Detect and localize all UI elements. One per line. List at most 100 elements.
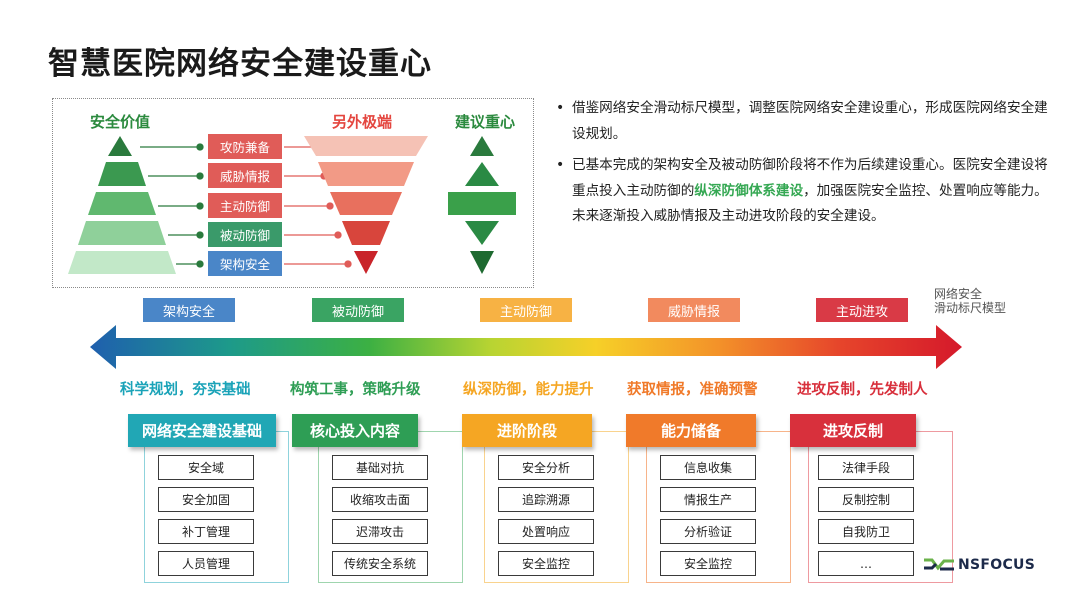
inverted-tier-4 <box>342 221 390 245</box>
connector-dot-4 <box>196 231 204 239</box>
focus-tier-5 <box>470 251 494 274</box>
pyramid-diagram <box>68 136 516 274</box>
column-header-5: 进攻反制 <box>790 414 916 447</box>
slogan-1: 科学规划，夯实基础 <box>120 382 251 398</box>
column-1-item-1: 安全域 <box>158 455 254 480</box>
stage-label: 架构安全 <box>162 304 215 320</box>
item-text: 迟滞攻击 <box>355 525 404 539</box>
column-4-item-3: 分析验证 <box>660 519 756 544</box>
bullet-dot-icon: • <box>556 100 565 116</box>
inverted-tier-3 <box>330 192 402 215</box>
column-2-item-4: 传统安全系统 <box>332 551 428 576</box>
connector-dot-r4 <box>334 231 342 239</box>
column-2-item-2: 收缩攻击面 <box>332 487 428 512</box>
column-4-item-2: 情报生产 <box>660 487 756 512</box>
label-architecture-security: 架构安全 <box>208 251 282 276</box>
item-text: 补丁管理 <box>181 525 230 539</box>
item-text: 处置响应 <box>521 525 570 539</box>
column-header-text: 能力储备 <box>660 422 721 440</box>
item-text: 自我防卫 <box>841 525 890 539</box>
security-focus-panel <box>52 98 534 288</box>
item-text: 信息收集 <box>683 461 732 475</box>
label-passive-defense: 被动防御 <box>208 222 282 247</box>
slogan-4: 获取情报，准确预警 <box>627 382 758 398</box>
column-header-2: 核心投入内容 <box>292 414 418 447</box>
label-text: 攻防兼备 <box>219 140 270 155</box>
nsfocus-logo-icon <box>924 558 954 571</box>
header-other-extreme: 另外极端 <box>332 113 393 131</box>
bullet-list: • 借鉴网络安全滑动标尺模型，调整医院网络安全建设重心，形成医院网络安全建设规划。… <box>556 96 1061 230</box>
column-header-text: 进阶阶段 <box>496 422 557 440</box>
item-text: 安全监控 <box>683 557 732 571</box>
column-5-item-2: 反制控制 <box>818 487 914 512</box>
column-5-item-4: … <box>818 551 914 576</box>
label-active-defense: 主动防御 <box>208 193 282 218</box>
column-2-item-3: 迟滞攻击 <box>332 519 428 544</box>
connector-dot-2 <box>196 172 204 180</box>
item-text: 基础对抗 <box>355 461 404 475</box>
column-header-4: 能力储备 <box>626 414 756 447</box>
item-text: 安全加固 <box>181 493 230 507</box>
nsfocus-logo: NSFOCUS <box>922 555 1035 575</box>
slogan-2: 构筑工事，策略升级 <box>290 382 421 398</box>
stage-threat: 威胁情报 <box>648 298 740 322</box>
column-2-item-1: 基础对抗 <box>332 455 428 480</box>
focus-tier-2 <box>465 162 499 186</box>
page-title: 智慧医院网络安全建设重心 <box>48 46 432 82</box>
bullet-1: • 借鉴网络安全滑动标尺模型，调整医院网络安全建设重心，形成医院网络安全建设规划。 <box>556 96 1061 147</box>
item-text: 收缩攻击面 <box>349 493 410 507</box>
item-text: 人员管理 <box>181 557 230 571</box>
column-1-item-2: 安全加固 <box>158 487 254 512</box>
connector-dot-1 <box>196 143 204 151</box>
model-label: 网络安全 滑动标尺模型 <box>934 287 1006 315</box>
column-header-text: 进攻反制 <box>822 422 883 440</box>
column-4-item-1: 信息收集 <box>660 455 756 480</box>
header-security-value: 安全价值 <box>90 113 151 131</box>
pyramid-tier-1 <box>108 136 132 156</box>
column-3-item-2: 追踪溯源 <box>498 487 594 512</box>
item-text: 情报生产 <box>683 493 732 507</box>
pyramid-tier-5 <box>68 251 176 274</box>
bullet-text: 已基本完成的架构安全及被动防御阶段将不作为后续建设重心。医院安全建设将重点投入主… <box>572 157 1048 199</box>
column-header-1: 网络安全建设基础 <box>128 414 276 447</box>
bullet-text: ，加强医院安全监控、处置响应等能力。未来逐渐投入威胁情报及主动进攻阶段的安全建设… <box>572 182 1048 225</box>
label-attack-defense: 攻防兼备 <box>208 134 282 159</box>
bullet-2: •已基本完成的架构安全及被动防御阶段将不作为后续建设重心。医院安全建设将重点投入… <box>556 153 1061 230</box>
stage-passive: 被动防御 <box>312 298 404 322</box>
item-text: 安全分析 <box>521 461 570 475</box>
connector-dot-r3 <box>326 202 334 210</box>
label-text: 被动防御 <box>219 228 270 243</box>
nsfocus-logo-text: NSFOCUS <box>958 557 1036 573</box>
inverted-tier-1 <box>304 136 428 156</box>
inverted-tier-5 <box>354 251 378 274</box>
pyramid-tier-3 <box>88 192 156 215</box>
column-header-text: 网络安全建设基础 <box>141 422 262 440</box>
item-text: 传统安全系统 <box>343 557 416 571</box>
slogan-5: 进攻反制，先发制人 <box>797 382 928 398</box>
slogan-3: 纵深防御，能力提升 <box>463 382 594 398</box>
column-5-item-3: 自我防卫 <box>818 519 914 544</box>
bullet-highlight: 纵深防御体系建设 <box>694 182 804 199</box>
bullet-text: 借鉴网络安全滑动标尺模型，调整医院网络安全建设重心，形成医院网络安全建设规划。 <box>572 100 1048 142</box>
connector-dot-5 <box>196 260 204 268</box>
column-4-item-4: 安全监控 <box>660 551 756 576</box>
sliding-scale-arrow <box>90 325 962 369</box>
stage-active: 主动防御 <box>480 298 572 322</box>
stage-offense: 主动进攻 <box>816 298 908 322</box>
label-text: 主动防御 <box>219 199 270 214</box>
column-1-item-3: 补丁管理 <box>158 519 254 544</box>
column-1-item-4: 人员管理 <box>158 551 254 576</box>
label-threat-intel: 威胁情报 <box>208 163 282 188</box>
column-header-text: 核心投入内容 <box>309 422 400 440</box>
item-text: … <box>860 556 872 571</box>
inverted-tier-2 <box>318 162 414 186</box>
model-label-line1: 网络安全 <box>934 287 983 301</box>
connector-dot-3 <box>196 202 204 210</box>
item-text: 分析验证 <box>683 525 732 539</box>
column-3-item-4: 安全监控 <box>498 551 594 576</box>
header-suggested-focus: 建议重心 <box>455 113 516 131</box>
stage-label: 主动进攻 <box>835 304 888 320</box>
column-3-item-1: 安全分析 <box>498 455 594 480</box>
item-text: 反制控制 <box>841 493 890 507</box>
column-header-3: 进阶阶段 <box>462 414 592 447</box>
